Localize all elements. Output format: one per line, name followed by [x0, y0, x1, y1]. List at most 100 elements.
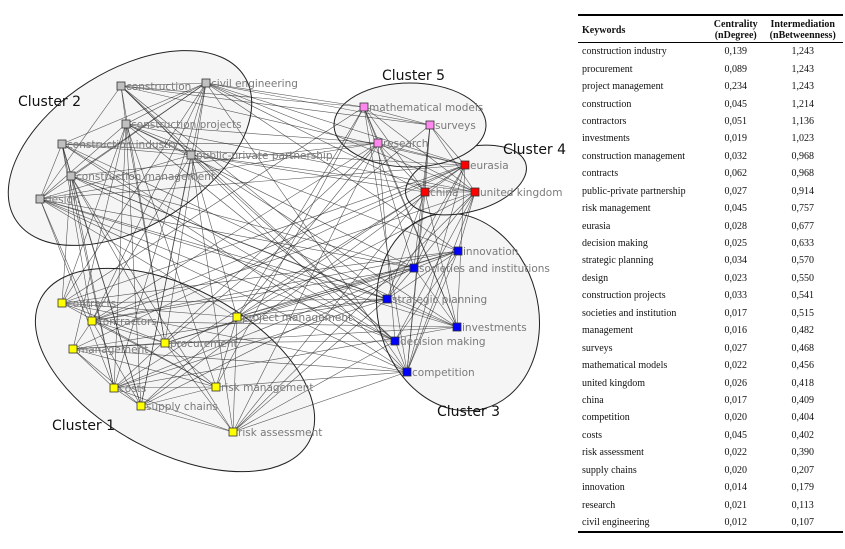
cell-keyword: surveys [582, 342, 613, 354]
network-edge [39, 154, 192, 200]
network-edge [72, 298, 388, 350]
network-edge [424, 191, 458, 328]
network-edge [70, 175, 166, 344]
cell-centrality: 0,016 [724, 325, 747, 337]
node-label: construction projects [131, 119, 242, 131]
network-edge [394, 191, 476, 342]
cell-intermediation: 1,243 [791, 81, 814, 93]
network-edge [39, 198, 396, 342]
network-edge [386, 191, 426, 300]
node-label: construction management [76, 171, 215, 183]
network-edge [125, 82, 207, 125]
cell-keyword: construction management [582, 150, 686, 162]
header-intermediation: Intermediation(nBetweenness) [762, 15, 843, 43]
cell-centrality: 0,020 [724, 412, 747, 424]
node-marker [186, 150, 196, 160]
cell-keyword: public-private partnership [582, 185, 686, 197]
network-edge [72, 348, 115, 389]
node-marker [35, 194, 45, 204]
network-node: supply chains [136, 401, 218, 413]
node-marker [460, 160, 470, 170]
network-edge [232, 340, 396, 433]
network-node: research [373, 138, 428, 150]
header-centrality-subtitle: (nDegree) [714, 30, 757, 41]
cell-intermediation: 0,541 [791, 290, 814, 302]
network-edge [429, 124, 476, 193]
cell-centrality: 0,051 [724, 115, 747, 127]
network-edge [205, 82, 476, 193]
network-node: management [68, 344, 148, 356]
network-edge [205, 82, 431, 126]
network-edge [39, 143, 63, 200]
network-edge [413, 267, 458, 328]
network-edge [377, 142, 396, 342]
network-edge [113, 387, 234, 433]
network-node: public-private partnership [186, 150, 333, 162]
network-edge [61, 82, 207, 145]
cluster-label: Cluster 1 [52, 418, 115, 434]
node-label: united kingdom [480, 187, 562, 199]
network-edge [232, 316, 238, 433]
cell-intermediation: 0,456 [791, 360, 814, 372]
network-edge [232, 371, 408, 433]
network-edge [39, 142, 379, 200]
network-node: mathematical models [359, 102, 483, 114]
cell-keyword: management [582, 325, 634, 337]
cell-intermediation: 0,107 [791, 517, 814, 529]
header-keywords: Keywords [582, 24, 626, 36]
cell-keyword: united kingdom [582, 377, 646, 389]
network-edge [215, 316, 238, 388]
network-edge [39, 198, 115, 389]
node-label: decision making [400, 336, 486, 348]
network-edge [72, 123, 127, 350]
network-edge [413, 124, 431, 269]
cell-keyword: mathematical models [582, 360, 668, 372]
network-edge [140, 267, 415, 407]
network-edge [39, 198, 93, 322]
network-edge [429, 124, 466, 166]
cell-centrality: 0,062 [724, 168, 747, 180]
node-marker [116, 81, 126, 91]
node-marker [452, 322, 462, 332]
network-node: competition [402, 367, 475, 379]
cell-centrality: 0,026 [724, 377, 747, 389]
node-marker [409, 263, 419, 273]
network-node: strategic planning [382, 294, 487, 306]
network-edge [125, 123, 217, 388]
network-edge [363, 106, 408, 373]
node-label: supply chains [146, 401, 218, 413]
network-edge [363, 106, 426, 193]
network-edge [61, 298, 388, 304]
network-edge [113, 386, 217, 389]
network-edge [61, 106, 365, 304]
cell-keyword: supply chains [582, 464, 637, 476]
network-edge [386, 250, 459, 300]
cell-intermediation: 0,550 [791, 272, 814, 284]
network-node: civil engineering [201, 78, 298, 90]
node-label: risk assessment [238, 427, 322, 439]
cluster-label: Cluster 2 [18, 94, 81, 110]
network-node: costs [109, 383, 146, 395]
cell-keyword: societies and institution [582, 307, 677, 319]
node-label: design [45, 194, 80, 206]
node-label: innovation [463, 246, 518, 258]
network-edge [70, 175, 458, 328]
network-edge [91, 267, 415, 322]
network-edge [72, 326, 458, 350]
cell-keyword: costs [582, 429, 602, 441]
network-edge [72, 348, 142, 407]
network-edge [386, 164, 466, 300]
network-edge [377, 142, 476, 193]
cell-intermediation: 1,243 [791, 46, 814, 58]
cluster-label: Cluster 3 [437, 404, 500, 420]
network-edge [164, 267, 415, 344]
network-node: construction industry [57, 139, 179, 151]
network-node: china [420, 187, 458, 199]
